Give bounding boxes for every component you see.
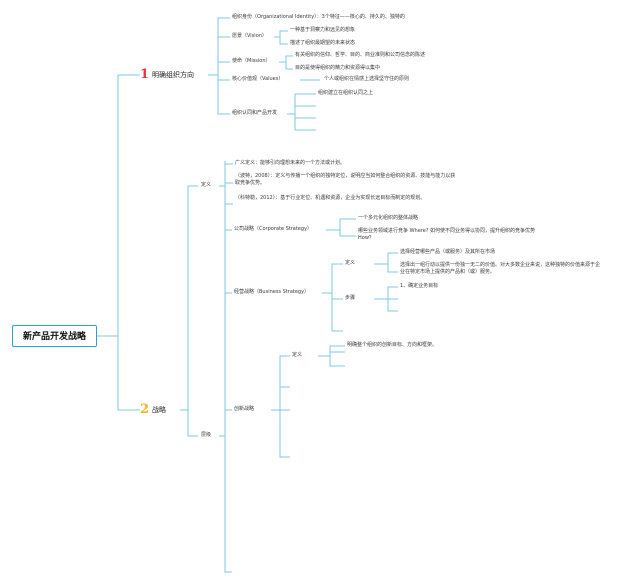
node-identity[interactable]: 组织身份（Organizational Identity）：3个特征——核心的、… xyxy=(232,14,405,20)
branch-strategy[interactable]: 2 战略 xyxy=(140,403,166,416)
node-corporate-a[interactable]: 一个多元化组织的整体战略 xyxy=(358,215,419,221)
node-definition-broad[interactable]: 广义定义：能够引向理想未来的一个方法或计划。 xyxy=(235,160,346,166)
node-corporate-strategy[interactable]: 公司战略（Corporate Strategy） xyxy=(234,226,313,232)
root-topic[interactable]: 新产品开发战略 xyxy=(12,325,97,347)
number-one-badge: 1 xyxy=(140,67,150,82)
node-business-steps[interactable]: 步骤 xyxy=(345,295,356,301)
node-npd-a[interactable]: 组织建立在组织认同之上 xyxy=(318,90,374,96)
node-mission-a[interactable]: 有关组织的信仰、哲学、目的、商业准则和公司信念的陈述 xyxy=(295,52,426,58)
node-definition[interactable]: 定义 xyxy=(201,182,212,188)
node-innovation-definition[interactable]: 定义 xyxy=(292,352,303,358)
node-innovation-strategy[interactable]: 创新战略 xyxy=(234,406,255,412)
node-definition-porter[interactable]: （波特，2008）：定义与传播一个组织的独特定位，说明应当如何整合组织的资源、技… xyxy=(235,173,456,186)
node-business-strategy[interactable]: 经营战略（Business Strategy） xyxy=(234,289,310,295)
node-vision-b[interactable]: 描述了组织最期望的未来状态 xyxy=(290,40,356,46)
node-mission-b[interactable]: 目的是使得组织的精力和资源得以集中 xyxy=(295,65,381,71)
node-mission[interactable]: 使命（Mission） xyxy=(232,58,271,64)
node-values-a[interactable]: 个人或组织在情感上选择坚守住的原则 xyxy=(324,76,410,82)
node-innovation-definition-a[interactable]: 明确整个组织的创新目标、方向和框架。 xyxy=(347,342,438,348)
node-vision[interactable]: 愿景（Vision） xyxy=(232,33,267,39)
branch-label: 明确组织方向 xyxy=(152,70,195,79)
node-definition-kotler[interactable]: （科特勒，2012）：基于行业定位、机遇和资源，企业为实现长远目标而制定的规划。 xyxy=(235,195,426,201)
node-business-steps-a[interactable]: 1、确定业务目标 xyxy=(400,283,439,289)
node-business-definition[interactable]: 定义 xyxy=(345,260,356,266)
node-values[interactable]: 核心价值观（Values） xyxy=(232,76,284,82)
node-business-definition-b[interactable]: 选择出一组行动以提供一份独一无二的价值。对大多数企业来说，这种独特的价值来源于企… xyxy=(400,262,601,275)
node-corporate-b[interactable]: 哪些业务领域进行竞争 Where? 如何使不同业务得以协同，提升组织的竞争优势 … xyxy=(358,228,536,241)
number-two-badge: 2 xyxy=(140,402,150,417)
node-npd[interactable]: 组织认同和产品开发 xyxy=(232,110,278,116)
branch-clarify-direction[interactable]: 1 明确组织方向 xyxy=(140,68,194,81)
node-business-definition-a[interactable]: 选择经营哪些产品（或服务）及其所在市场 xyxy=(400,249,496,255)
node-level[interactable]: 层级 xyxy=(201,432,212,438)
branch-label: 战略 xyxy=(152,405,167,414)
node-vision-a[interactable]: 一种基于洞察力和远见的想象 xyxy=(290,27,356,33)
